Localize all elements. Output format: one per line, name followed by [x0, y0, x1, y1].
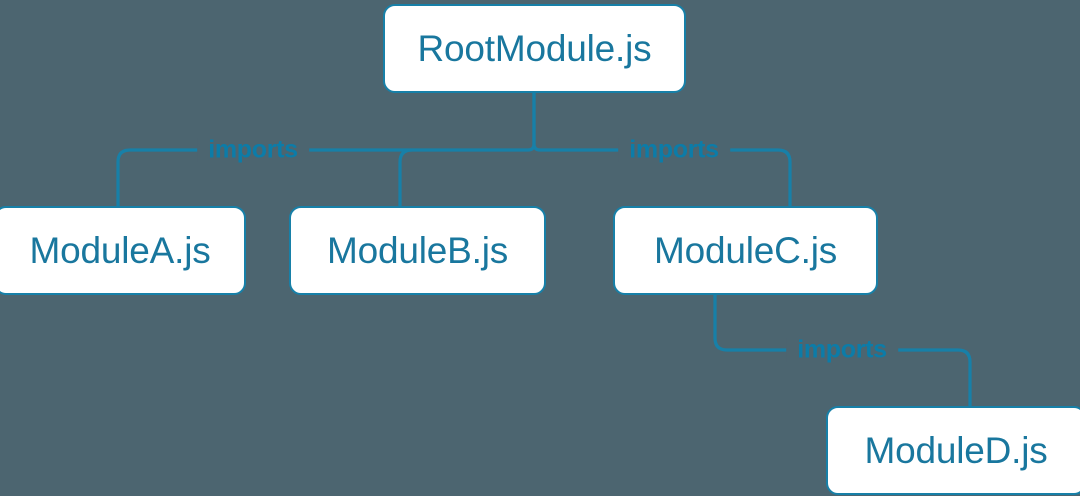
node-root-module[interactable]: RootModule.js [383, 4, 686, 93]
edge-label-root-to-modulec: imports [618, 137, 730, 163]
node-label-module-a: ModuleA.js [29, 229, 211, 271]
edge-root-to-moduleb [398, 148, 413, 208]
node-module-c[interactable]: ModuleC.js [613, 206, 878, 295]
node-label-module-c: ModuleC.js [653, 229, 838, 271]
edge-label-modulec-to-moduled: imports [786, 337, 898, 363]
edge-root-to-modulec [540, 148, 792, 208]
node-label-module-d: ModuleD.js [864, 429, 1048, 471]
node-module-a[interactable]: ModuleA.js [0, 206, 246, 295]
edge-label-root-to-modulea: imports [197, 137, 309, 163]
node-label-module-b: ModuleB.js [326, 229, 509, 271]
edge-root-stem-right [532, 93, 541, 152]
node-module-b[interactable]: ModuleB.js [289, 206, 546, 295]
node-label-root-module: RootModule.js [417, 27, 652, 69]
edge-root-to-modulea [116, 148, 528, 208]
node-module-d[interactable]: ModuleD.js [826, 406, 1080, 495]
